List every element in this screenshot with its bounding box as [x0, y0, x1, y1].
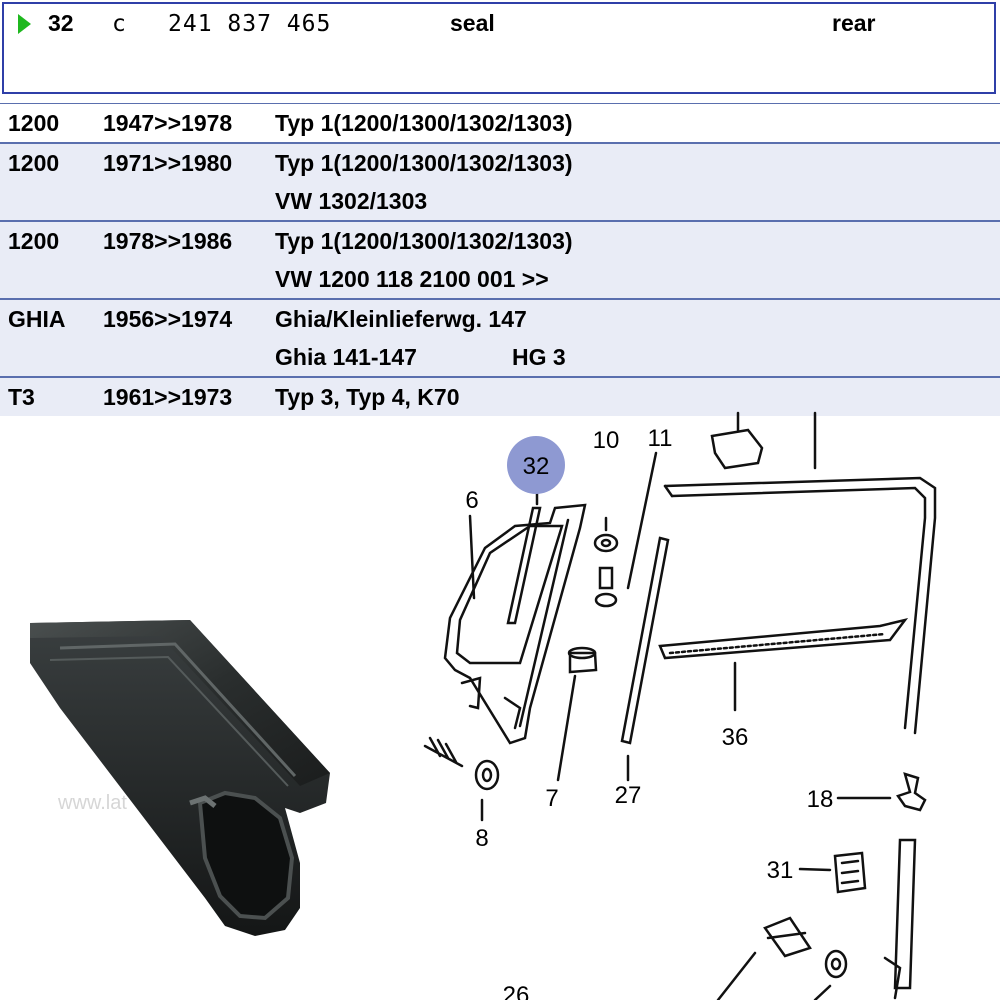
model-cell: T3 — [8, 384, 35, 410]
callout-32-highlight[interactable]: 32 — [507, 436, 565, 494]
callout-label[interactable]: 7 — [545, 785, 558, 812]
model-cell: 1200 — [8, 110, 60, 136]
callout-label[interactable]: 8 — [475, 825, 488, 852]
years-cell: 1961>>1973 — [103, 384, 233, 410]
seal-photo — [30, 620, 330, 936]
callout-label[interactable]: 18 — [807, 786, 834, 813]
callout-label[interactable]: 6 — [465, 487, 478, 514]
extra-cell: HG 3 — [512, 344, 566, 370]
table-row[interactable]: 1200 1978>>1986 Typ 1(1200/1300/1302/130… — [0, 220, 1000, 298]
model-table: 1200 1947>>1978 Typ 1(1200/1300/1302/130… — [0, 103, 1000, 416]
parts-illustration: 32 6 10 11 7 27 36 8 18 31 26 www.lat — [0, 408, 1000, 1000]
years-cell: 1978>>1986 — [103, 228, 233, 254]
callout-label[interactable]: 31 — [767, 857, 794, 884]
model-cell: 1200 — [8, 150, 60, 176]
model-cell: 1200 — [8, 228, 60, 254]
illustration-svg: 32 6 10 11 7 27 36 8 18 31 26 — [30, 411, 937, 1000]
description-cell: Typ 1(1200/1300/1302/1303) — [275, 228, 573, 254]
table-row[interactable]: T3 1961>>1973 Typ 3, Typ 4, K70 — [0, 376, 1000, 416]
callout-32-label: 32 — [523, 453, 550, 480]
part-code: c — [112, 11, 127, 37]
years-cell: 1956>>1974 — [103, 306, 233, 332]
description-cell: Typ 1(1200/1300/1302/1303) — [275, 150, 573, 176]
model-cell: GHIA — [8, 306, 66, 332]
callout-label[interactable]: 10 — [593, 427, 620, 454]
callout-label[interactable]: 26 — [503, 982, 530, 1000]
part-description: seal — [450, 10, 495, 36]
description-cell: Ghia 141-147 — [275, 344, 417, 370]
table-row[interactable]: 1200 1971>>1980 Typ 1(1200/1300/1302/130… — [0, 142, 1000, 220]
description-cell: Typ 1(1200/1300/1302/1303) — [275, 110, 573, 136]
table-row[interactable]: GHIA 1956>>1974 Ghia/Kleinlieferwg. 147 … — [0, 298, 1000, 376]
description-cell: Ghia/Kleinlieferwg. 147 — [275, 306, 527, 332]
description-cell: VW 1200 118 2100 001 >> — [275, 266, 549, 292]
callout-label[interactable]: 27 — [615, 782, 642, 809]
callout-labels: 6 10 11 7 27 36 8 18 31 26 — [465, 425, 833, 1000]
description-cell: VW 1302/1303 — [275, 188, 428, 214]
exploded-diagram — [423, 411, 937, 1000]
part-header: 32 c 241 837 465 seal rear — [2, 2, 996, 94]
callout-label[interactable]: 11 — [648, 425, 673, 452]
years-cell: 1947>>1978 — [103, 110, 233, 136]
position-number: 32 — [48, 10, 74, 36]
description-cell: Typ 3, Typ 4, K70 — [275, 384, 460, 410]
watermark-text: www.lat — [58, 792, 127, 814]
years-cell: 1971>>1980 — [103, 150, 233, 176]
part-location: rear — [832, 10, 876, 36]
callout-label[interactable]: 36 — [722, 724, 749, 751]
expand-arrow-icon[interactable] — [18, 14, 31, 34]
table-row[interactable]: 1200 1947>>1978 Typ 1(1200/1300/1302/130… — [0, 103, 1000, 142]
part-number[interactable]: 241 837 465 — [168, 11, 332, 37]
